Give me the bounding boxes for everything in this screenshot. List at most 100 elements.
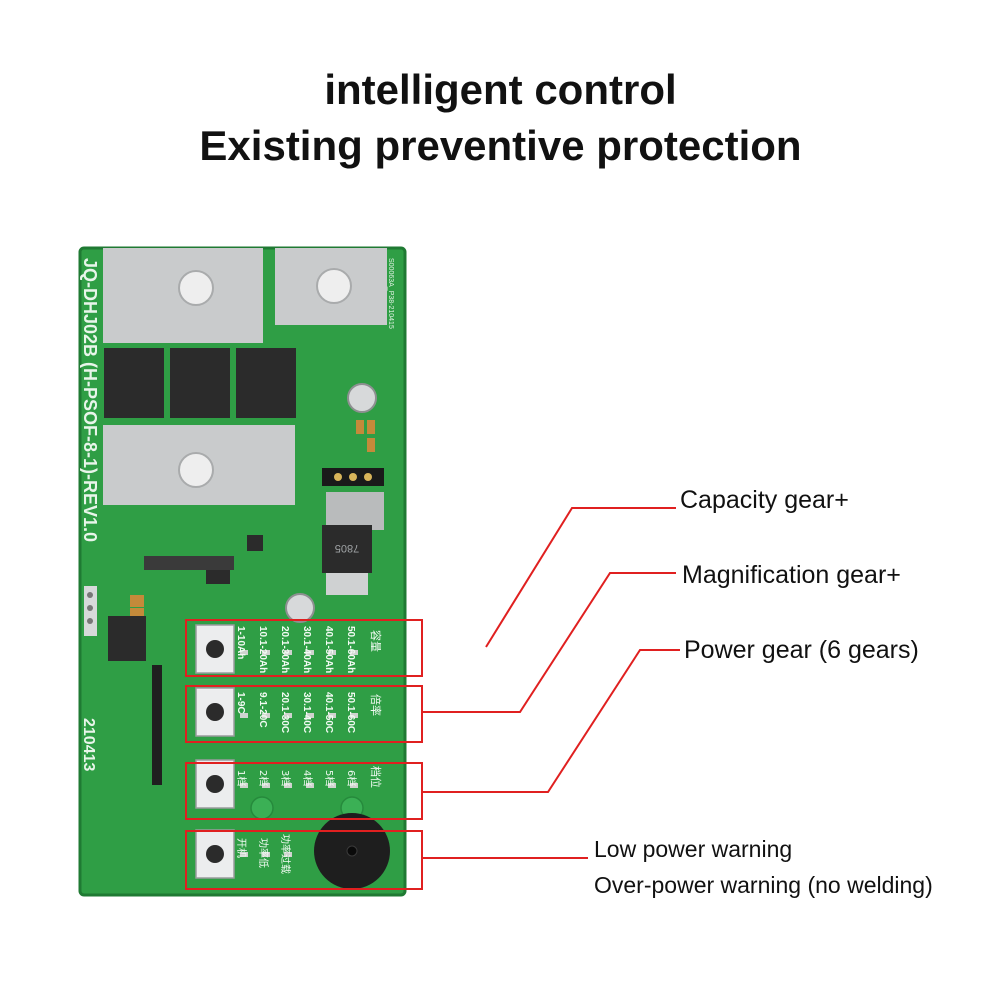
highlight-box-warning: [185, 830, 423, 890]
indicator-led: [350, 650, 358, 655]
indicator-led: [284, 783, 292, 788]
indicator-led: [350, 783, 358, 788]
power-gear-6: 6档: [345, 770, 358, 786]
side-pin: [87, 618, 93, 624]
magnification-range-2: 9.1-20C: [257, 692, 268, 728]
capacity-range-6: 50.1-60Ah: [345, 626, 356, 673]
indicator-led: [240, 783, 248, 788]
headline-line-1: intelligent control: [324, 66, 677, 113]
capacity-range-5: 40.1-50Ah: [323, 626, 334, 673]
capacity-range-4: 30.1-40Ah: [301, 626, 312, 673]
board-date-code: 210413: [80, 718, 97, 771]
indicator-led: [240, 713, 248, 718]
leader-line-capacity: [485, 507, 676, 648]
power-gear-row-label: 档位: [369, 766, 383, 788]
capacity-range-3: 20.1-30Ah: [279, 626, 290, 673]
indicator-led: [262, 650, 270, 655]
indicator-led: [328, 783, 336, 788]
highlight-box-magnification: [185, 685, 423, 743]
callout-magnification-gear: Magnification gear+: [682, 561, 901, 589]
side-header: [84, 586, 97, 636]
side-pin: [87, 605, 93, 611]
callout-power-gear: Power gear (6 gears): [684, 636, 919, 664]
round-pad: [250, 796, 274, 820]
power-gear-2: 2档: [257, 770, 270, 786]
resistor-network: [144, 556, 234, 570]
magnification-button[interactable]: [195, 687, 235, 737]
regulator-body: [322, 525, 372, 573]
mount-hole-2: [316, 268, 352, 304]
mount-hole-1: [178, 270, 214, 306]
regulator-leads: [326, 573, 368, 595]
magnification-range-1: 1-9C: [235, 692, 246, 714]
resistor-column: [152, 665, 162, 785]
capacity-row-label: 容量: [369, 630, 383, 652]
indicator-led: [240, 852, 248, 857]
status-over-power: 功率过载: [279, 834, 292, 874]
callout-warning: Low power warning Over-power warning (no…: [594, 831, 933, 903]
tactile-buttons: [195, 624, 235, 879]
magnification-button-cap: [206, 703, 224, 721]
board-small-code: S00063A_P38-210415: [387, 258, 394, 329]
mosfet-2: [170, 348, 230, 418]
indicator-led: [262, 783, 270, 788]
indicator-led: [328, 713, 336, 718]
header-pin: [364, 473, 372, 481]
status-indicator-row: 开机 功率低 功率过载: [235, 834, 292, 874]
indicator-led: [240, 650, 248, 655]
indicator-led: [284, 713, 292, 718]
capacity-indicator-row: 1-10Ah 10.1-20Ah 20.1-30Ah 30.1-40Ah 40.…: [235, 626, 383, 673]
smd-part: [367, 438, 375, 452]
indicator-led: [306, 650, 314, 655]
leader-line-magnification: [422, 572, 676, 713]
callout-capacity-gear: Capacity gear+: [680, 486, 849, 514]
mosfet-1: [104, 348, 164, 418]
capacitor-2: [285, 593, 315, 623]
smd-part: [130, 595, 144, 607]
indicator-led: [306, 713, 314, 718]
status-power-on: 开机: [235, 838, 248, 858]
side-pin: [87, 592, 93, 598]
power-gear-1: 1档: [235, 770, 248, 786]
indicator-led: [328, 650, 336, 655]
callout-over-power-warning: Over-power warning (no welding): [594, 872, 933, 898]
smd-part: [356, 420, 364, 434]
power-gear-3: 3档: [279, 770, 292, 786]
magnification-range-5: 40.1-50C: [323, 692, 334, 733]
capacity-range-1: 1-10Ah: [235, 626, 246, 659]
capacitor-ec1: [347, 383, 377, 413]
indicator-led: [350, 713, 358, 718]
mosfet-3: [236, 348, 296, 418]
capacity-button-cap: [206, 640, 224, 658]
highlight-box-capacity: [185, 619, 423, 677]
power-gear-indicator-row: 1档 2档 3档 4档 5档 6档 档位: [235, 766, 383, 788]
leader-line-power: [422, 649, 680, 793]
microcontroller: [108, 616, 146, 661]
inductor-l1: [247, 535, 263, 551]
power-gear-5: 5档: [323, 770, 336, 786]
indicator-led: [284, 852, 292, 857]
diode-d2: [206, 570, 230, 584]
buzzer-hole: [346, 845, 358, 857]
smd-part: [367, 420, 375, 434]
header-pin: [349, 473, 357, 481]
status-low-power: 功率低: [257, 838, 270, 868]
indicator-led: [262, 852, 270, 857]
mount-hole-3: [178, 452, 214, 488]
headline-line-2: Existing preventive protection: [199, 122, 802, 169]
indicator-led: [284, 650, 292, 655]
magnification-range-3: 20.1-30C: [279, 692, 290, 733]
board-model-text: JQ-DHJ02B (H-PSOF-8-1)-REV1.0: [80, 258, 100, 542]
magnification-row-label: 倍率: [369, 694, 383, 716]
headline: intelligent control Existing preventive …: [0, 62, 1001, 174]
callout-low-power-warning: Low power warning: [594, 836, 793, 862]
regulator-marking: 7805: [335, 542, 359, 554]
power-gear-4: 4档: [301, 770, 314, 786]
regulator-tab: [326, 492, 384, 530]
power-on-button-cap: [206, 845, 224, 863]
capacity-range-2: 10.1-20Ah: [257, 626, 268, 673]
indicator-led: [306, 783, 314, 788]
header-pin: [334, 473, 342, 481]
power-gear-button-cap: [206, 775, 224, 793]
